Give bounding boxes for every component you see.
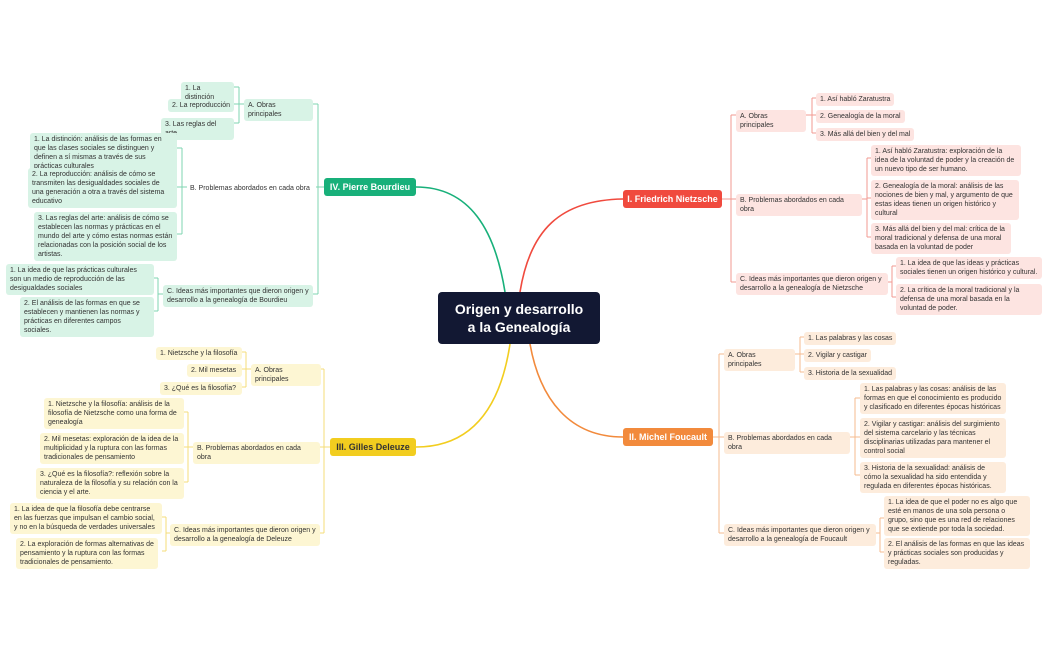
nietzsche-idea-2[interactable]: 2. La crítica de la moral tradicional y … (896, 284, 1042, 315)
foucault-ideas-label[interactable]: C. Ideas más importantes que dieron orig… (724, 524, 876, 546)
nietzsche-obra-1[interactable]: 1. Así habló Zaratustra (816, 93, 895, 106)
foucault-problema-3[interactable]: 3. Historia de la sexualidad: análisis d… (860, 462, 1006, 493)
bourdieu-ideas-label[interactable]: C. Ideas más importantes que dieron orig… (163, 285, 313, 307)
nietzsche-obra-3[interactable]: 3. Más allá del bien y del mal (816, 128, 915, 141)
root-node[interactable]: Origen y desarrollo a la Genealogía (438, 292, 600, 344)
deleuze-obra-3[interactable]: 3. ¿Qué es la filosofía? (160, 382, 242, 395)
nietzsche-ideas-label[interactable]: C. Ideas más importantes que dieron orig… (736, 273, 888, 295)
bourdieu-idea-2[interactable]: 2. El análisis de las formas en que se e… (20, 297, 154, 337)
foucault-idea-1[interactable]: 1. La idea de que el poder no es algo qu… (884, 496, 1030, 536)
nietzsche-obras-label[interactable]: A. Obras principales (736, 110, 806, 132)
topic-nietzsche[interactable]: I. Friedrich Nietzsche (623, 190, 722, 208)
nietzsche-problemas-label[interactable]: B. Problemas abordados en cada obra (736, 194, 862, 216)
deleuze-problema-1[interactable]: 1. Nietzsche y la filosofía: análisis de… (44, 398, 184, 429)
deleuze-obras-label[interactable]: A. Obras principales (251, 364, 321, 386)
bourdieu-problema-1[interactable]: 1. La distinción: análisis de las formas… (30, 133, 177, 173)
foucault-problema-2[interactable]: 2. Vigilar y castigar: análisis del surg… (860, 418, 1006, 458)
topic-bourdieu[interactable]: IV. Pierre Bourdieu (324, 178, 416, 196)
nietzsche-problema-1[interactable]: 1. Así habló Zaratustra: exploración de … (871, 145, 1021, 176)
foucault-problemas-label[interactable]: B. Problemas abordados en cada obra (724, 432, 850, 454)
bourdieu-problemas-label[interactable]: B. Problemas abordados en cada obra (190, 185, 310, 192)
deleuze-obra-1[interactable]: 1. Nietzsche y la filosofía (156, 347, 242, 360)
deleuze-problema-3[interactable]: 3. ¿Qué es la filosofía?: reflexión sobr… (36, 468, 184, 499)
bourdieu-obras-label[interactable]: A. Obras principales (244, 99, 313, 121)
topic-deleuze[interactable]: III. Gilles Deleuze (330, 438, 416, 456)
root-title-line1: Origen y desarrollo (454, 301, 584, 317)
foucault-idea-2[interactable]: 2. El análisis de las formas en que las … (884, 538, 1030, 569)
bourdieu-idea-1[interactable]: 1. La idea de que las prácticas cultural… (6, 264, 154, 295)
root-title-line2: a la Genealogía (467, 319, 571, 335)
deleuze-ideas-label[interactable]: C. Ideas más importantes que dieron orig… (170, 524, 320, 546)
topic-foucault[interactable]: II. Michel Foucault (623, 428, 713, 446)
bourdieu-obra-2[interactable]: 2. La reproducción (168, 99, 234, 112)
bourdieu-obra-1[interactable]: 1. La distinción (181, 82, 234, 104)
bourdieu-problema-2[interactable]: 2. La reproducción: análisis de cómo se … (28, 168, 177, 208)
deleuze-problemas-label[interactable]: B. Problemas abordados en cada obra (193, 442, 320, 464)
nietzsche-obra-2[interactable]: 2. Genealogía de la moral (816, 110, 905, 123)
deleuze-idea-1[interactable]: 1. La idea de que la filosofía debe cent… (10, 503, 162, 534)
nietzsche-problema-2[interactable]: 2. Genealogía de la moral: análisis de l… (871, 180, 1019, 220)
foucault-obras-label[interactable]: A. Obras principales (724, 349, 795, 371)
deleuze-idea-2[interactable]: 2. La exploración de formas alternativas… (16, 538, 158, 569)
foucault-obra-1[interactable]: 1. Las palabras y las cosas (804, 332, 897, 345)
bourdieu-problema-3[interactable]: 3. Las reglas del arte: análisis de cómo… (34, 212, 177, 261)
deleuze-obra-2[interactable]: 2. Mil mesetas (187, 364, 242, 377)
deleuze-problema-2[interactable]: 2. Mil mesetas: exploración de la idea d… (40, 433, 184, 464)
nietzsche-problema-3[interactable]: 3. Más allá del bien y del mal: crítica … (871, 223, 1011, 254)
foucault-problema-1[interactable]: 1. Las palabras y las cosas: análisis de… (860, 383, 1006, 414)
foucault-obra-2[interactable]: 2. Vigilar y castigar (804, 349, 872, 362)
nietzsche-idea-1[interactable]: 1. La idea de que las ideas y prácticas … (896, 257, 1042, 279)
foucault-obra-3[interactable]: 3. Historia de la sexualidad (804, 367, 897, 380)
